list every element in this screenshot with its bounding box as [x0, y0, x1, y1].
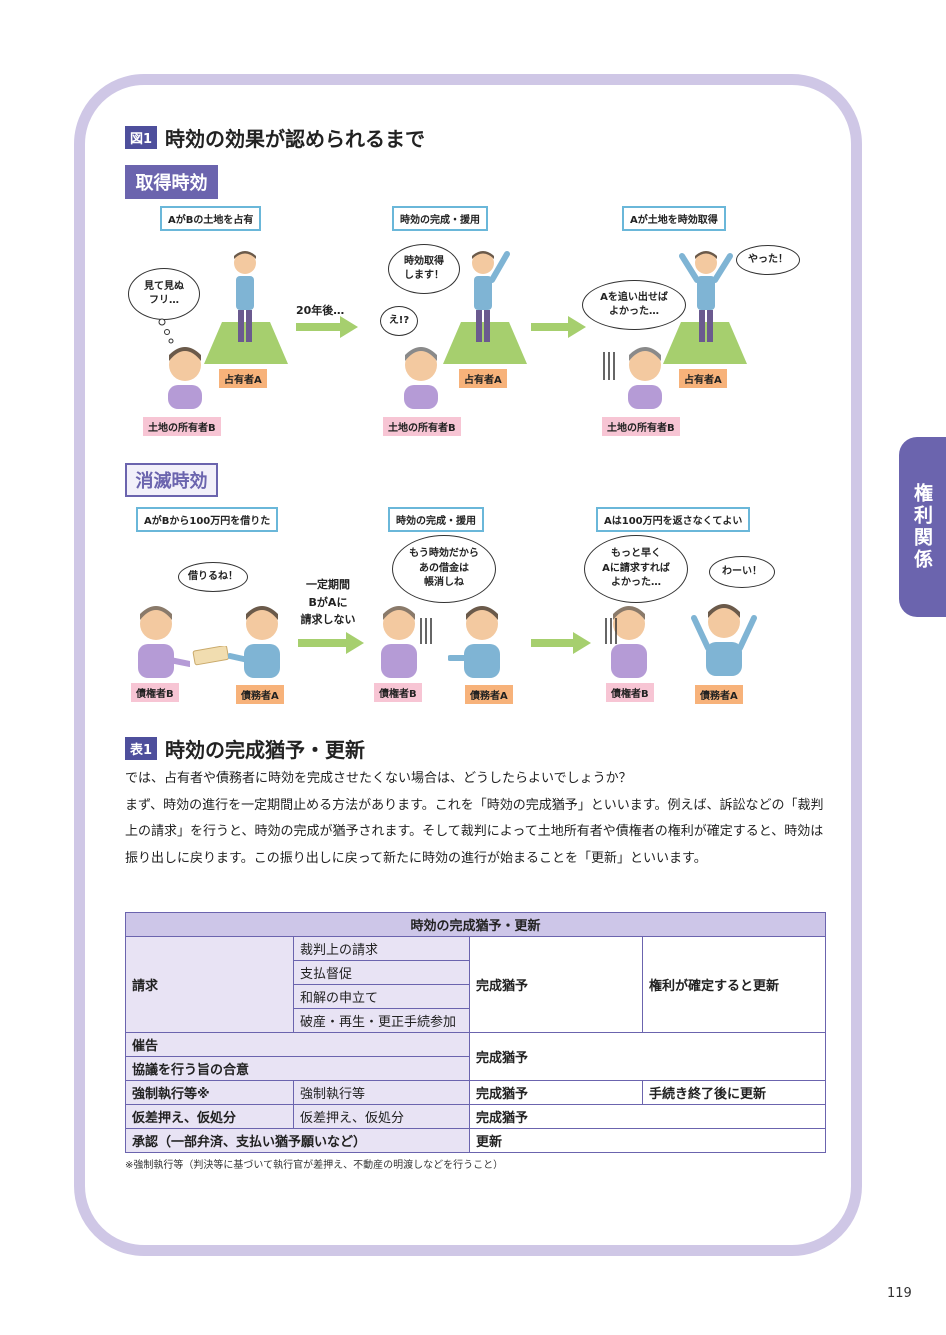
cell: 和解の申立て — [293, 984, 470, 1009]
owner-label: 土地の所有者B — [143, 417, 221, 436]
occupant-icon — [472, 251, 510, 342]
speech-bubble: 見て見ぬフリ… — [128, 268, 200, 320]
acq-caption-3: Aが土地を時効取得 — [622, 206, 726, 231]
transition-note: 20年後… — [296, 304, 345, 317]
speech-bubble: え!? — [380, 306, 418, 336]
speech-bubble: 借りるね！ — [178, 562, 248, 592]
cell: 手続き終了後に更新 — [642, 1080, 826, 1105]
speech-bubble: やった！ — [736, 245, 800, 275]
owner-icon — [168, 347, 202, 409]
cell: 承認（一部弁済、支払い猶予願いなど） — [125, 1128, 470, 1153]
creditor-icon — [381, 606, 417, 678]
cell: 請求 — [125, 936, 294, 1033]
owner-icon — [628, 347, 662, 409]
money-envelope-icon — [192, 646, 229, 666]
cell: 裁判上の請求 — [293, 936, 470, 961]
table-tag: 表1 — [125, 737, 158, 760]
cell: 催告 — [125, 1032, 470, 1057]
debtor-icon — [448, 606, 500, 678]
shock-lines-icon — [603, 352, 615, 380]
shock-lines-icon — [605, 618, 617, 644]
acquisition-label: 取得時効 — [125, 165, 218, 199]
debtor-icon — [691, 604, 757, 676]
creditor-label: 債権者B — [374, 683, 422, 702]
land-icon — [443, 322, 527, 364]
cell: 支払督促 — [293, 960, 470, 985]
figure-heading: 図1 時効の効果が認められるまで — [125, 123, 425, 152]
speech-bubble: Aを追い出せばよかった… — [582, 280, 686, 330]
creditor-label: 債権者B — [606, 683, 654, 702]
body-text: では、占有者や債務者に時効を完成させたくない場合は、どうしたらよいでしょうか？ … — [125, 766, 825, 872]
occupant-label: 占有者A — [219, 369, 267, 388]
cell: 強制執行等※ — [125, 1080, 294, 1105]
land-icon — [204, 322, 288, 364]
figure-tag: 図1 — [125, 126, 158, 149]
cell: 仮差押え、仮処分 — [125, 1104, 294, 1129]
cell: 破産・再生・更正手続参加 — [293, 1008, 470, 1033]
speech-bubble: わーい！ — [709, 556, 775, 588]
cell: 更新 — [469, 1128, 826, 1153]
cell: 仮差押え、仮処分 — [293, 1104, 470, 1129]
cell: 完成猶予 — [469, 1032, 826, 1081]
owner-label: 土地の所有者B — [602, 417, 680, 436]
owner-icon — [404, 347, 438, 409]
table-heading: 表1 時効の完成猶予・更新 — [125, 734, 365, 763]
ext-caption-2: 時効の完成・援用 — [388, 507, 484, 532]
debtor-icon — [228, 606, 280, 678]
creditor-label: 債権者B — [131, 683, 179, 702]
arrow-right-icon — [531, 316, 586, 338]
land-icon — [663, 322, 747, 364]
extinctive-label: 消滅時効 — [125, 463, 218, 497]
figure-title: 時効の効果が認められるまで — [165, 127, 426, 151]
acq-caption-1: AがBの土地を占有 — [160, 206, 262, 231]
occupant-label: 占有者A — [459, 369, 507, 388]
paragraph: では、占有者や債務者に時効を完成させたくない場合は、どうしたらよいでしょうか？ — [125, 771, 632, 786]
debtor-label: 債務者A — [465, 685, 513, 704]
ext-caption-1: AがBから100万円を借りた — [136, 507, 279, 532]
cell: 権利が確定すると更新 — [642, 936, 826, 1033]
arrow-right-icon — [296, 316, 358, 338]
cell: 完成猶予 — [469, 936, 643, 1033]
acq-caption-2: 時効の完成・援用 — [392, 206, 488, 231]
owner-label: 土地の所有者B — [383, 417, 461, 436]
statute-table: 時効の完成猶予・更新 請求 裁判上の請求 完成猶予 権利が確定すると更新 支払督… — [125, 912, 826, 1153]
paragraph: まず、時効の進行を一定期間止める方法があります。これを「時効の完成猶予」といいま… — [125, 797, 824, 866]
speech-bubble: もう時効だからあの借金は帳消しね — [392, 535, 496, 603]
ext-caption-3: Aは100万円を返さなくてよい — [596, 507, 751, 532]
occupant-icon — [679, 251, 733, 342]
table-title: 時効の完成猶予・更新 — [165, 738, 366, 762]
occupant-label: 占有者A — [679, 369, 727, 388]
footnote: ※強制執行等（判決等に基づいて執行官が差押え、不動産の明渡しなどを行うこと） — [125, 1160, 504, 1171]
shock-lines-icon — [420, 618, 432, 644]
debtor-label: 債務者A — [236, 685, 284, 704]
cell: 協議を行う旨の合意 — [125, 1056, 470, 1081]
arrow-right-icon — [531, 632, 591, 654]
creditor-icon — [611, 606, 647, 678]
debtor-label: 債務者A — [695, 685, 743, 704]
arrow-right-icon — [298, 632, 364, 654]
thought-dots-icon — [158, 318, 174, 344]
cell: 完成猶予 — [469, 1104, 826, 1129]
cell: 強制執行等 — [293, 1080, 470, 1105]
speech-bubble: 時効取得します！ — [388, 244, 460, 294]
page-number: 119 — [887, 1286, 912, 1301]
cell: 完成猶予 — [469, 1080, 643, 1105]
occupant-icon — [234, 251, 256, 342]
creditor-icon — [138, 606, 190, 678]
table-header: 時効の完成猶予・更新 — [125, 912, 826, 937]
chapter-tab[interactable]: 権利関係 — [899, 437, 946, 617]
page-frame — [74, 74, 862, 1256]
